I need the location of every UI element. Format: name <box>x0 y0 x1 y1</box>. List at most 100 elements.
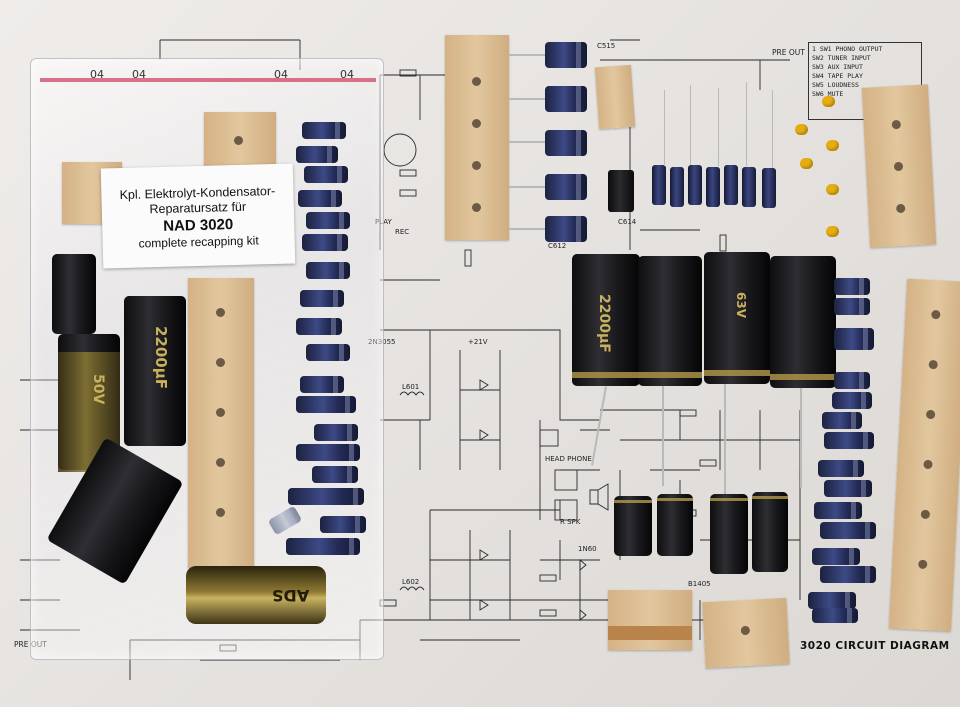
capacitor <box>298 190 342 207</box>
large-electrolytic-capacitor: 2200μF <box>124 296 186 446</box>
capacitor <box>706 167 720 207</box>
capacitor <box>288 488 364 505</box>
capacitor <box>820 566 876 583</box>
capacitor <box>545 86 587 112</box>
capacitor <box>812 608 858 623</box>
capacitor <box>306 212 350 229</box>
schematic-label: L602 <box>402 578 420 586</box>
legend-line: SW5 LOUDNESS <box>812 81 859 89</box>
schematic-label: C612 <box>548 242 567 250</box>
tantalum-capacitor <box>826 184 839 195</box>
legend-line: 1 SW1 PHONO OUTPUT <box>812 45 883 53</box>
large-electrolytic-capacitor <box>638 256 702 386</box>
legend-line: SW4 TAPE PLAY <box>812 72 863 80</box>
tantalum-capacitor <box>826 140 839 151</box>
capacitor <box>302 234 348 251</box>
capacitor <box>314 424 358 441</box>
capacitor <box>296 146 338 163</box>
capacitor <box>302 122 346 139</box>
paper-tape <box>204 112 276 170</box>
capacitor <box>808 592 856 609</box>
capacitor <box>652 165 666 205</box>
schematic-label: R SPK <box>560 518 581 526</box>
capacitor <box>834 278 870 295</box>
schematic-label: HEAD PHONE <box>545 455 592 463</box>
capacitor-marking: 50V <box>90 374 106 405</box>
capacitor <box>834 298 870 315</box>
schematic-label: 1N60 <box>578 545 597 553</box>
recycle-mark: 04 <box>274 68 288 81</box>
diagram-title: 3020 CIRCUIT DIAGRAM <box>800 640 950 652</box>
capacitor <box>286 538 360 555</box>
large-electrolytic-capacitor <box>770 256 836 388</box>
capacitor <box>824 432 874 449</box>
schematic-label: B1405 <box>688 580 711 588</box>
capacitor <box>545 42 587 68</box>
large-electrolytic-capacitor: 63V <box>704 252 770 384</box>
capacitor <box>834 328 874 350</box>
capacitor <box>820 522 876 539</box>
tantalum-capacitor <box>800 158 813 169</box>
paper-tape <box>445 35 509 240</box>
capacitor <box>818 460 864 477</box>
schematic-label: REC <box>395 228 410 236</box>
capacitor <box>670 167 684 207</box>
tantalum-capacitor <box>826 226 839 237</box>
capacitor <box>545 130 587 156</box>
capacitor <box>812 548 860 565</box>
electrolytic-capacitor <box>657 494 693 556</box>
paper-tape <box>188 278 254 568</box>
capacitor <box>320 516 366 533</box>
capacitor <box>296 318 342 335</box>
recycle-mark: 04 <box>132 68 146 81</box>
capacitor <box>296 396 356 413</box>
capacitor <box>742 167 756 207</box>
capacitor <box>545 216 587 242</box>
capacitor <box>824 480 872 497</box>
capacitor <box>822 412 862 429</box>
legend-line: SW2 TUNER INPUT <box>812 54 871 62</box>
recycle-mark: 04 <box>340 68 354 81</box>
capacitor <box>545 174 587 200</box>
electrolytic-capacitor <box>710 494 748 574</box>
recycle-mark: 04 <box>90 68 104 81</box>
capacitor <box>814 502 862 519</box>
capacitor-marking: 2200μF <box>152 326 170 390</box>
electrolytic-capacitor <box>614 496 652 556</box>
paper-tape <box>702 597 790 669</box>
capacitor <box>762 168 776 208</box>
kit-label: Kpl. Elektrolyt-Kondensator- Reparatursa… <box>100 163 296 269</box>
capacitor <box>832 392 872 409</box>
tantalum-capacitor <box>822 96 835 107</box>
bag-seal-stripe <box>40 78 376 82</box>
capacitor <box>296 444 360 461</box>
capacitor <box>306 344 350 361</box>
capacitor <box>724 165 738 205</box>
electrolytic-capacitor <box>752 492 788 572</box>
paper-tape <box>594 64 636 130</box>
legend-line: SW6 MUTE <box>812 90 844 98</box>
capacitor <box>312 466 358 483</box>
capacitor <box>608 170 634 212</box>
capacitor <box>304 166 348 183</box>
schematic-label: C515 <box>597 42 616 50</box>
capacitor <box>306 262 350 279</box>
schematic-label: L601 <box>402 383 420 391</box>
capacitor-marking: ADS <box>272 586 310 605</box>
pre-out-label: PRE OUT <box>772 48 805 57</box>
capacitor-marking: 63V <box>734 292 748 318</box>
paper-tape <box>861 84 937 248</box>
tantalum-capacitor <box>795 124 808 135</box>
paper-tape <box>608 590 692 650</box>
capacitor <box>300 376 344 393</box>
capacitor <box>688 165 702 205</box>
capacitor-marking: 2200μF <box>596 294 612 353</box>
schematic-label: +21V <box>468 338 488 346</box>
capacitor <box>300 290 344 307</box>
schematic-label: C614 <box>618 218 637 226</box>
large-electrolytic-capacitor: 2200μF <box>572 254 640 386</box>
electrolytic-capacitor <box>52 254 96 334</box>
large-electrolytic-capacitor: ADS <box>186 566 326 624</box>
legend-line: SW3 AUX INPUT <box>812 63 863 71</box>
